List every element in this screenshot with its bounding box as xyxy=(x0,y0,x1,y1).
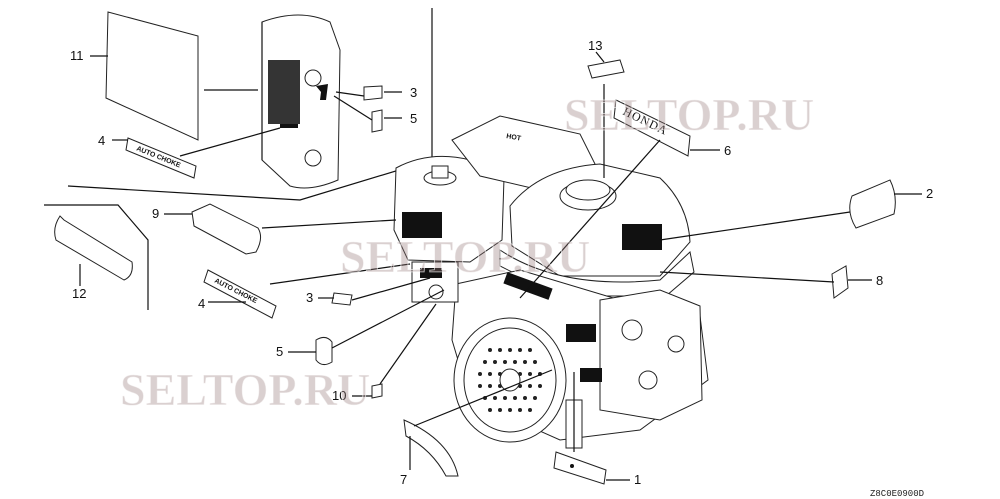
part-13-label[interactable] xyxy=(587,59,625,79)
part-4-auto-choke-label-mid[interactable]: AUTO CHOKE xyxy=(203,269,277,319)
part-3-label-mid[interactable] xyxy=(331,292,353,306)
part-9-label[interactable] xyxy=(191,203,262,255)
part-11-label[interactable] xyxy=(105,11,199,141)
part-7-label[interactable] xyxy=(403,419,459,477)
leader-lines xyxy=(79,51,922,481)
part-8-label[interactable] xyxy=(831,265,849,299)
svg-text:AUTO CHOKE: AUTO CHOKE xyxy=(213,278,258,306)
inset-frame-left xyxy=(44,204,149,310)
callout-11: 11 xyxy=(70,48,84,63)
watermark-2: SELTOP.RU xyxy=(340,231,590,282)
callout-3-mid: 3 xyxy=(306,290,313,305)
part-2-label[interactable] xyxy=(849,179,896,229)
callout-7: 7 xyxy=(400,472,407,487)
callout-6: 6 xyxy=(724,143,731,158)
part-10-label[interactable] xyxy=(371,383,383,399)
callout-5-top: 5 xyxy=(410,111,417,126)
callout-1: 1 xyxy=(634,472,641,487)
callout-12: 12 xyxy=(72,286,86,301)
part-5-label-mid[interactable] xyxy=(315,336,333,366)
svg-text:HOT: HOT xyxy=(506,133,522,143)
diagram-code: Z8C0E0900D xyxy=(870,489,924,499)
callout-10: 10 xyxy=(332,388,346,403)
callout-4-top: 4 xyxy=(98,133,105,148)
callout-5-mid: 5 xyxy=(276,344,283,359)
part-5-label-top[interactable] xyxy=(371,109,383,133)
part-3-label-top[interactable] xyxy=(363,85,383,101)
part-12-label[interactable] xyxy=(54,215,133,281)
callout-9: 9 xyxy=(152,206,159,221)
callout-4-mid: 4 xyxy=(198,296,205,311)
inset-frame-top xyxy=(67,8,433,201)
part-1-label[interactable] xyxy=(553,451,607,485)
part-4-auto-choke-label-top[interactable]: AUTO CHOKE xyxy=(125,137,197,179)
watermark-1: SELTOP.RU xyxy=(564,89,814,140)
callout-2: 2 xyxy=(926,186,933,201)
callout-8: 8 xyxy=(876,273,883,288)
watermark-3: SELTOP.RU xyxy=(120,364,370,415)
engine-drawing: HOT xyxy=(393,115,709,449)
recoil-grille-dots xyxy=(478,348,542,412)
callout-3-top: 3 xyxy=(410,85,417,100)
air-cleaner-cover[interactable] xyxy=(261,14,341,189)
callout-13: 13 xyxy=(588,38,602,53)
